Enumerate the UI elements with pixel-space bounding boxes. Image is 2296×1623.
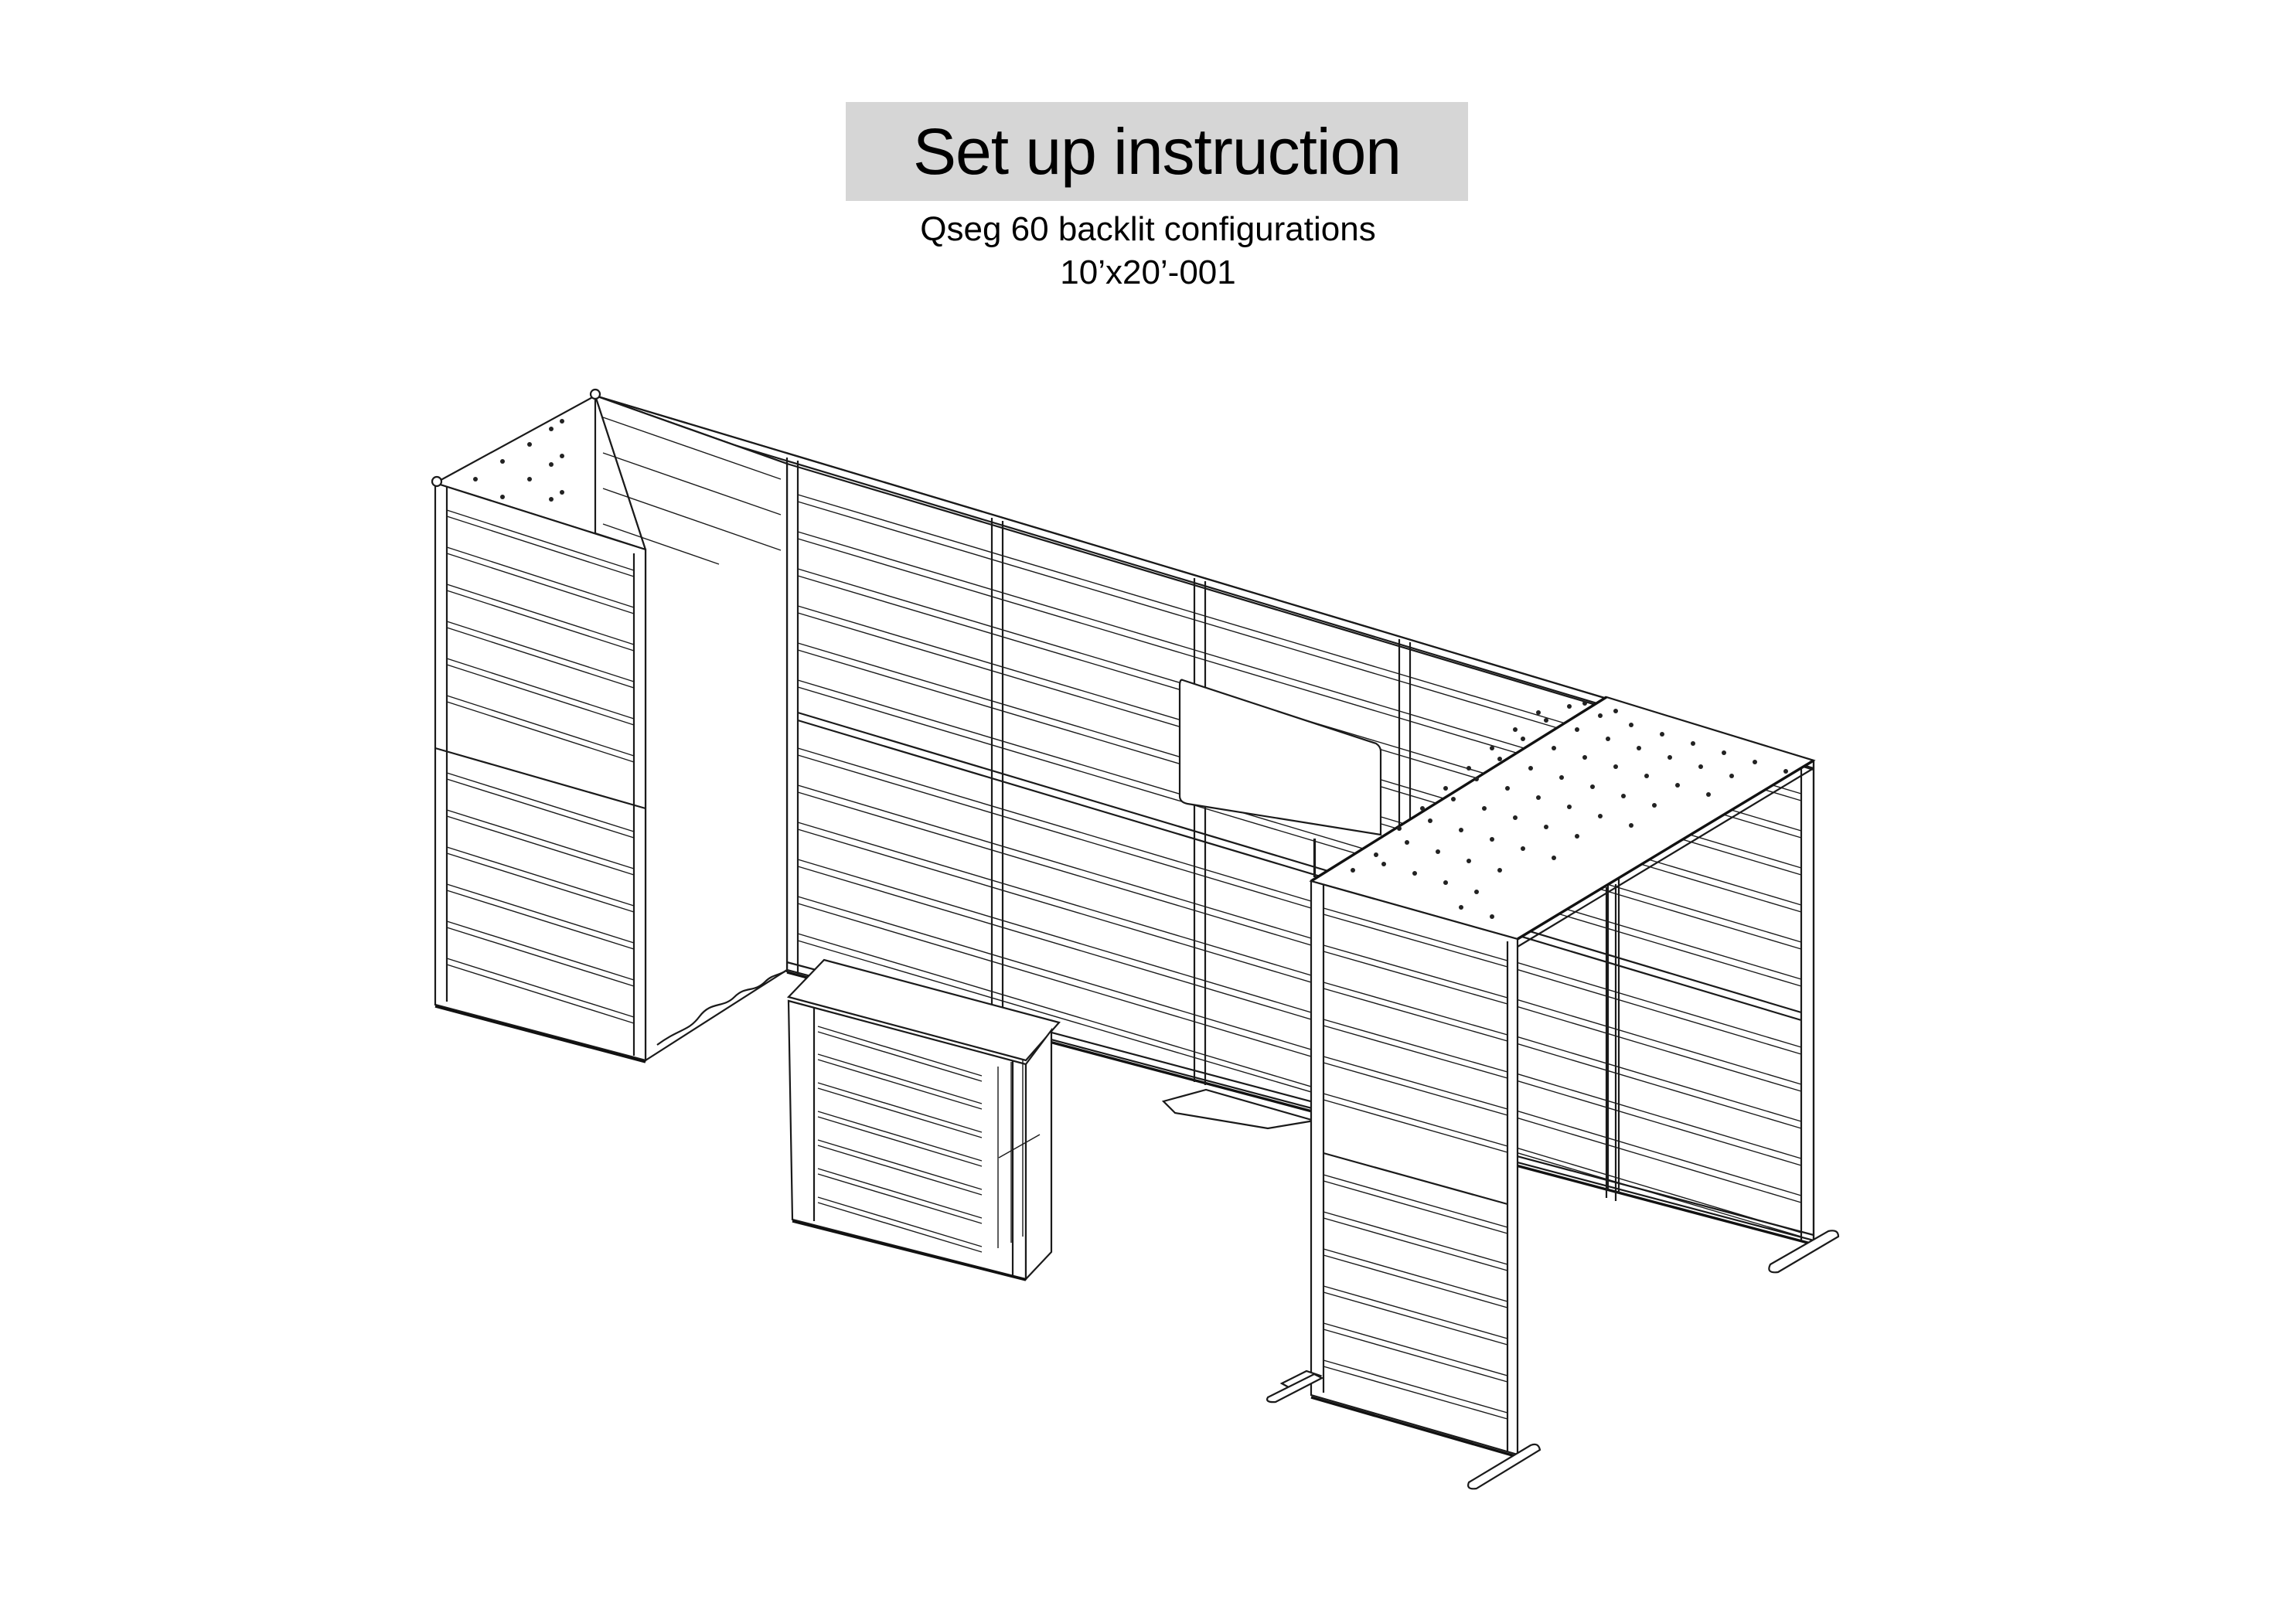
right-canopy [1309,696,1816,948]
model-code: 10’x20’-001 [1060,253,1236,291]
title-banner: Set up instruction [846,102,1468,201]
page-title: Set up instruction [912,114,1402,188]
floor-foot-center [1161,1088,1315,1130]
left-tower [431,388,789,1063]
floor-feet [1266,1230,1840,1490]
canopy-rear-post [1605,884,1617,1201]
right-front-panel [1310,880,1519,1458]
counter-unit [786,958,1061,1281]
product-subtitle: Qseg 60 backlit configurations [920,210,1376,248]
